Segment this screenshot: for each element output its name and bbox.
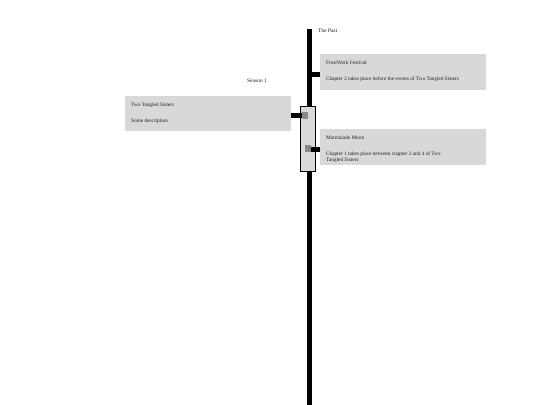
timeline-axis-label: The Past [318, 28, 338, 34]
event-description: Chapter 1 takes place between chapter 3 … [326, 150, 441, 164]
two-tangled-sisters-connector [291, 113, 303, 118]
event-title: Marmalade Moon [326, 135, 365, 141]
two-tangled-sisters-marker [302, 112, 308, 119]
timeline-axis [307, 29, 312, 405]
event-description: Some description [131, 117, 168, 124]
event-title: Two Tangled Sisters [131, 102, 175, 108]
event-title: FrostWork Festival [326, 60, 367, 66]
season-range-box[interactable] [300, 106, 316, 172]
event-card-two-tangled-sisters[interactable]: Two Tangled Sisters Some description [125, 96, 291, 131]
season-label: Season 1 [247, 78, 267, 84]
marmalade-connector [307, 147, 326, 152]
event-description: Chapter 2 takes place before the events … [326, 75, 459, 82]
event-card-marmalade-moon[interactable]: Marmalade Moon Chapter 1 takes place bet… [320, 129, 486, 165]
event-card-frostwork[interactable]: FrostWork Festival Chapter 2 takes place… [320, 54, 486, 90]
frostwork-connector [307, 72, 326, 77]
marmalade-marker [305, 145, 311, 152]
